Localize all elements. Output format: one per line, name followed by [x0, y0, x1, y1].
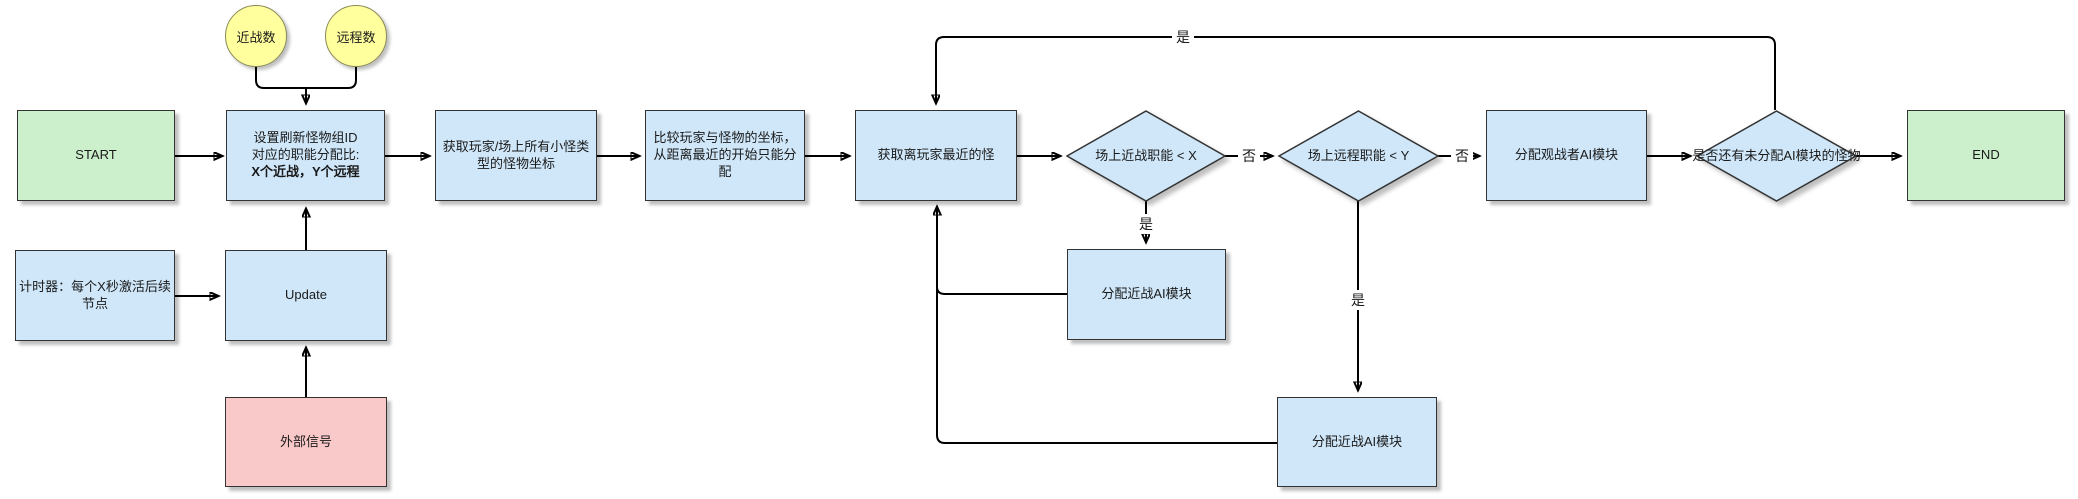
node-external-signal: 外部信号: [225, 397, 387, 487]
decision-melee-check: 场上近战职能 < X: [1065, 110, 1227, 202]
assign-melee-1-label: 分配近战AI模块: [1101, 286, 1192, 302]
node-assign-melee-1: 分配近战AI模块: [1067, 249, 1226, 340]
assign-melee-2-label: 分配近战AI模块: [1311, 433, 1403, 449]
get-nearest-label: 获取离玩家最近的怪: [877, 147, 995, 163]
edge-remaining-yes-loop: [936, 36, 1776, 110]
edge-assignmelee2-back: [937, 207, 1277, 444]
node-get-monster-coords: 获取玩家/场上所有小怪类型的怪物坐标: [435, 110, 597, 201]
edge-label-yes-1: 是: [1135, 214, 1157, 234]
node-timer: 计时器：每个X秒激活后续节点: [15, 250, 175, 341]
edge-label-yes-loop: 是: [1172, 27, 1194, 47]
edge-label-no-1: 否: [1238, 146, 1260, 166]
node-update: Update: [225, 250, 387, 341]
node-assign-melee-2: 分配近战AI模块: [1277, 397, 1437, 487]
set-ratio-label: 设置刷新怪物组ID 对应的职能分配比: X个近战，Y个远程: [251, 130, 359, 181]
external-signal-label: 外部信号: [279, 433, 332, 449]
node-get-nearest: 获取离玩家最近的怪: [855, 110, 1017, 201]
decision-ranged-check: 场上远程职能 < Y: [1277, 110, 1440, 202]
node-end: END: [1907, 110, 2065, 201]
ranged-check-label: 场上远程职能 < Y: [1307, 147, 1410, 163]
melee-check-label: 场上近战职能 < X: [1095, 147, 1197, 163]
edge-label-no-2: 否: [1451, 146, 1473, 166]
edge-label-yes-2: 是: [1347, 290, 1369, 310]
get-monster-coords-label: 获取玩家/场上所有小怪类型的怪物坐标: [442, 138, 590, 171]
remaining-check-label: 是否还有未分配AI模块的怪物: [1692, 147, 1861, 163]
node-start: START: [17, 110, 175, 201]
data-node-melee-count: 近战数: [225, 5, 287, 67]
assign-spectator-label: 分配观战者AI模块: [1514, 147, 1619, 163]
end-label: END: [1972, 147, 2000, 163]
set-ratio-line3: X个近战，Y个远程: [251, 163, 360, 179]
data-node-ranged-count: 远程数: [325, 5, 387, 67]
set-ratio-line1: 设置刷新怪物组ID: [253, 130, 358, 146]
set-ratio-line2: 对应的职能分配比:: [251, 147, 360, 163]
edge-rangedcount-down: [306, 67, 357, 89]
timer-label: 计时器：每个X秒激活后续节点: [19, 278, 171, 311]
edge-assignmelee1-back: [936, 286, 1067, 295]
melee-count-label: 近战数: [236, 29, 276, 45]
start-label: START: [75, 147, 117, 163]
compare-coords-label: 比较玩家与怪物的坐标，从距离最近的开始只能分配: [653, 130, 797, 179]
decision-remaining-check: 是否还有未分配AI模块的怪物: [1692, 110, 1861, 202]
update-label: Update: [285, 287, 327, 303]
ranged-count-label: 远程数: [336, 29, 376, 45]
node-set-ratio: 设置刷新怪物组ID 对应的职能分配比: X个近战，Y个远程: [226, 110, 385, 201]
node-assign-spectator: 分配观战者AI模块: [1486, 110, 1647, 201]
edge-meleecount-down: [255, 67, 306, 89]
node-compare-coords: 比较玩家与怪物的坐标，从距离最近的开始只能分配: [645, 110, 805, 201]
